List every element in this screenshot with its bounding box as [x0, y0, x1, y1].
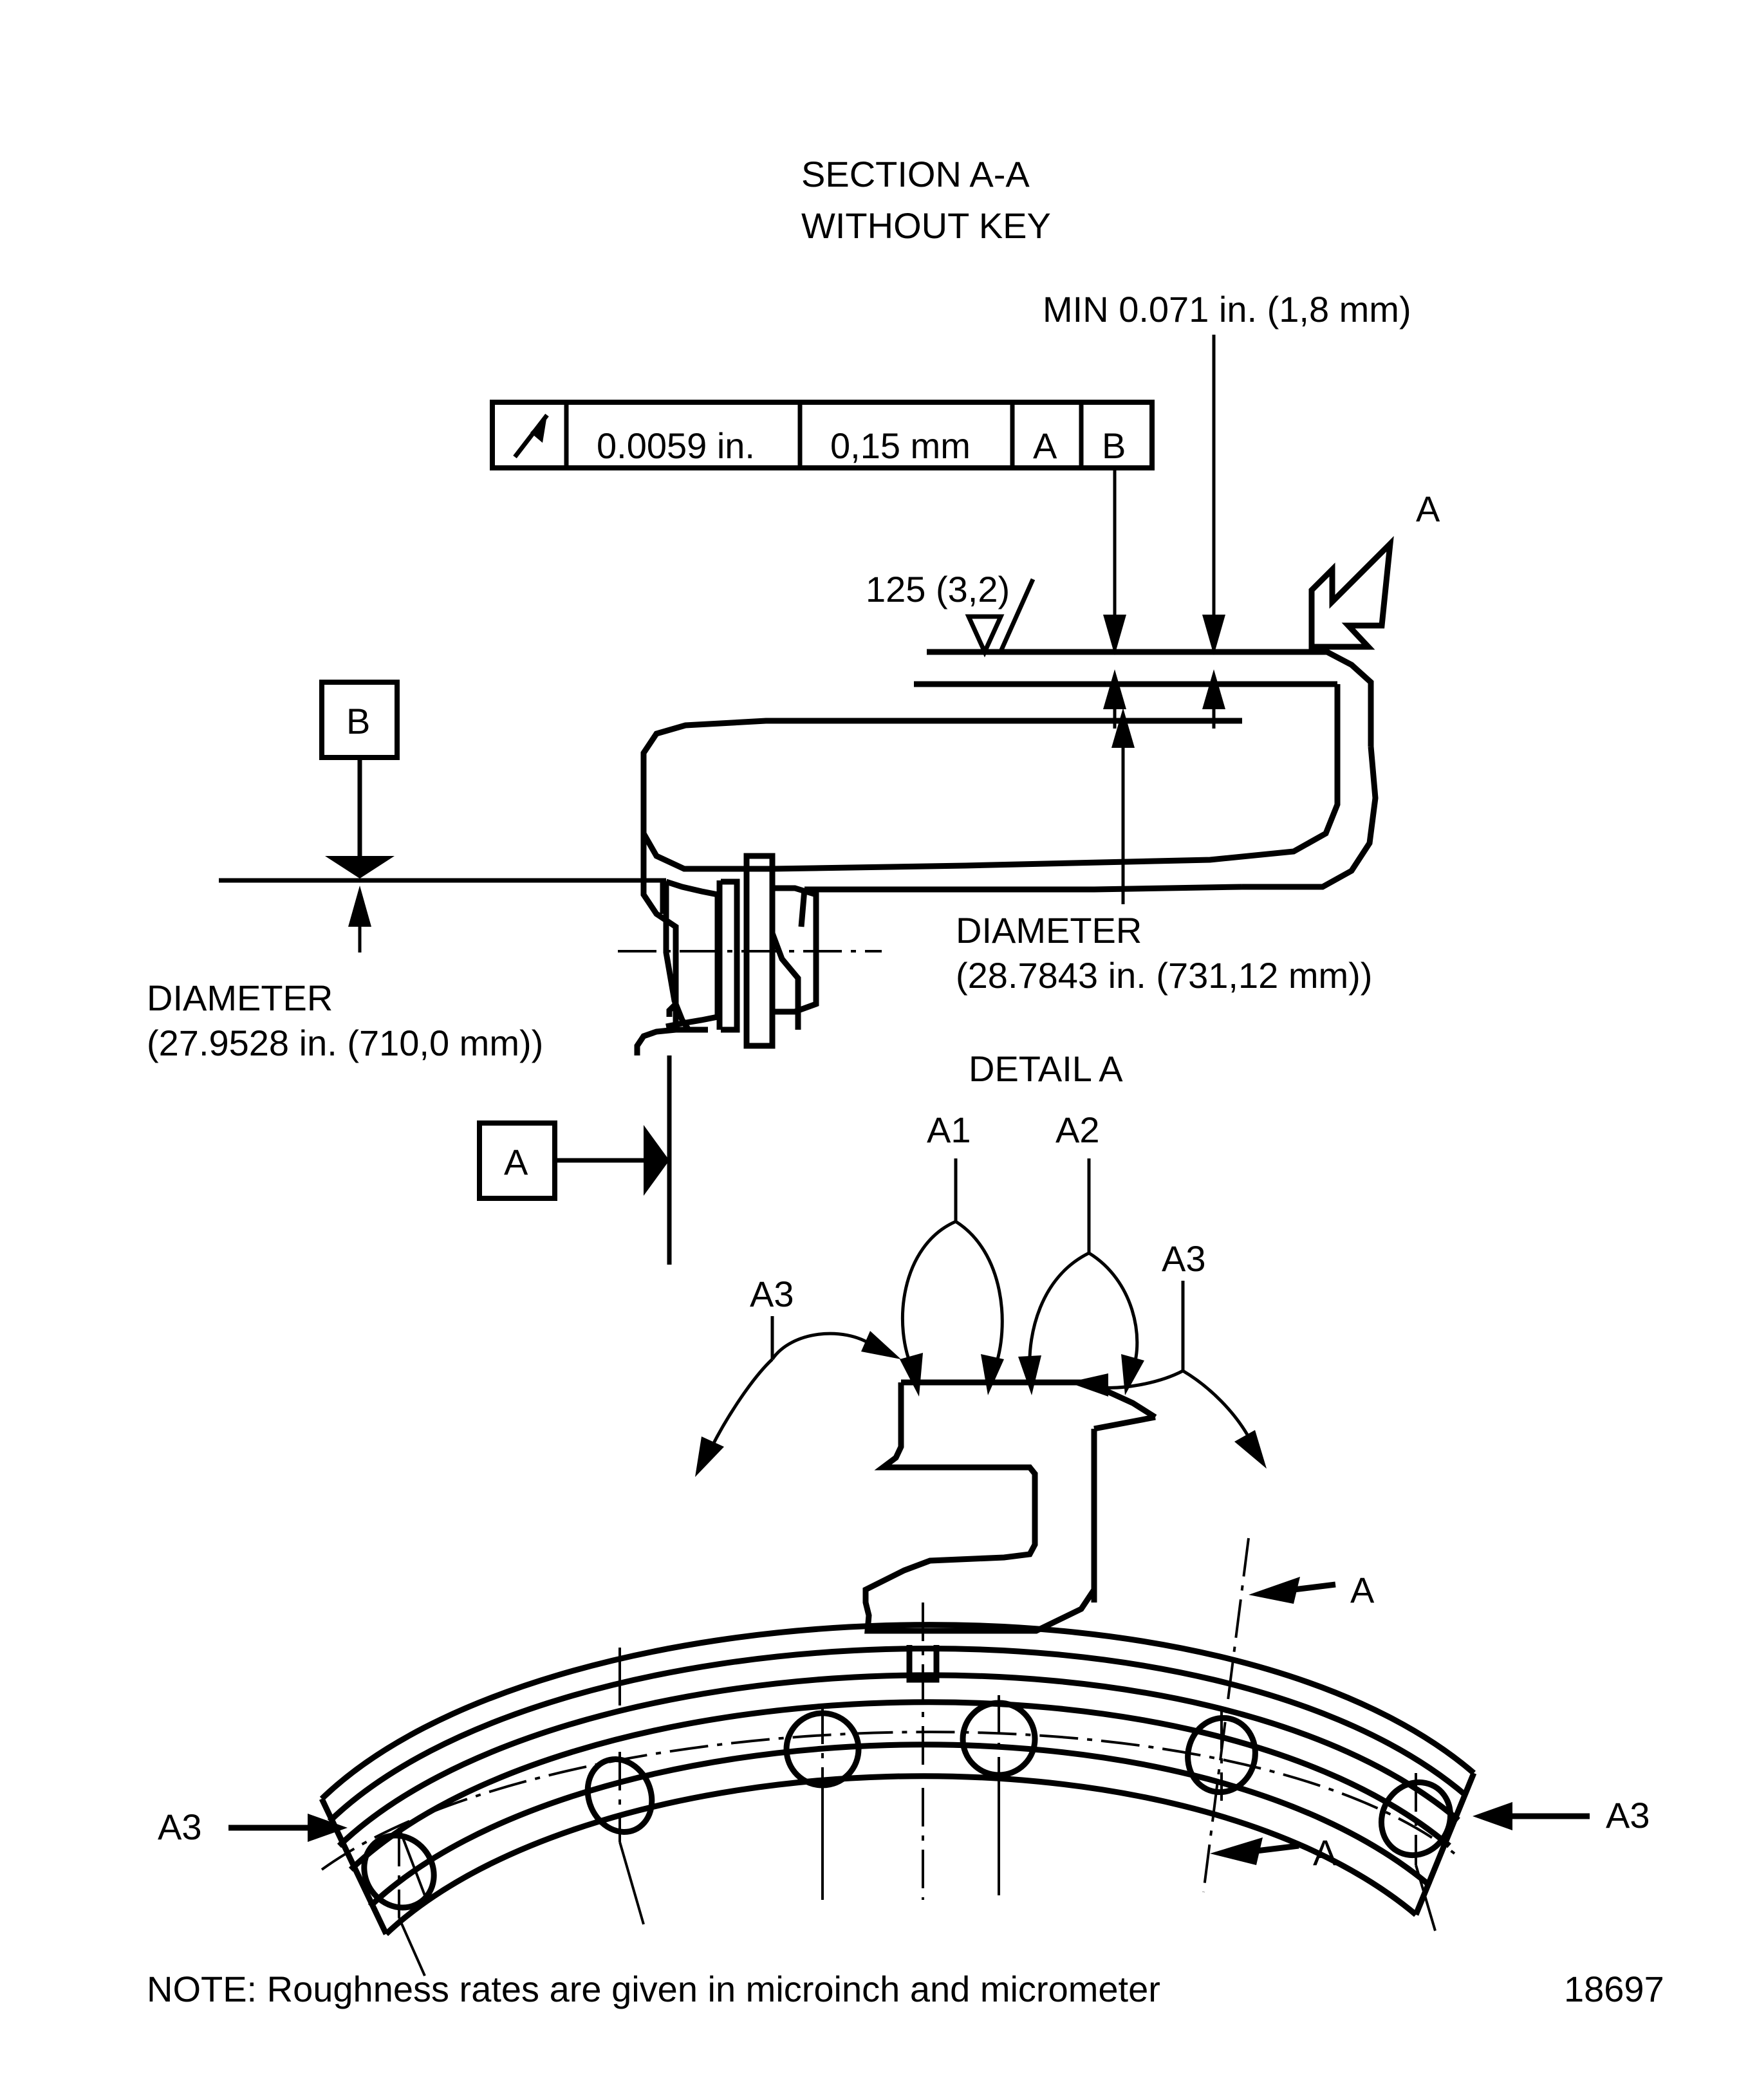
inner-diameter-line2: (28.7843 in. (731,12 mm))	[956, 955, 1372, 996]
fcf-cell-0: 0.0059 in.	[597, 425, 755, 466]
surface-finish-value: 125 (3,2)	[866, 569, 1010, 609]
section-title-line1: SECTION A-A	[801, 154, 1030, 194]
section-view-arrow-icon	[1308, 535, 1394, 650]
datum-a-feature: A	[477, 1055, 672, 1265]
callout-a3-right-leader	[1068, 1281, 1267, 1469]
surface-finish-icon	[965, 578, 1036, 658]
fcf-leader	[1103, 468, 1126, 655]
callout-a3-left-leader	[695, 1316, 901, 1477]
fcf-cell-3: B	[1102, 425, 1126, 466]
callout-a3-right-arc: A3	[1473, 1795, 1650, 1835]
callout-a3-right-detail-label: A3	[1162, 1238, 1206, 1279]
datum-b-label: B	[346, 701, 370, 741]
min-thickness-leader	[1202, 335, 1225, 655]
outer-diameter-dimension: DIAMETER (27.9528 in. (710,0 mm))	[147, 978, 543, 1063]
feature-control-frame: 0.0059 in. 0,15 mm A B	[490, 400, 1155, 470]
callout-a2-leader	[1018, 1158, 1144, 1395]
section-title-line2: WITHOUT KEY	[801, 205, 1051, 246]
section-mark-upper-label: A	[1350, 1570, 1375, 1610]
inner-diameter-dimension: DIAMETER (28.7843 in. (731,12 mm))	[956, 708, 1372, 996]
callout-a2-label: A2	[1055, 1110, 1100, 1150]
datum-a-label: A	[504, 1142, 528, 1182]
callout-a3-left-arc: A3	[158, 1807, 348, 1847]
callout-a3-left-arc-label: A3	[158, 1807, 202, 1847]
detail-title: DETAIL A	[969, 1048, 1123, 1089]
section-profile-outline	[634, 649, 1379, 1055]
total-runout-icon	[513, 413, 549, 459]
section-arrow-label: A	[1416, 488, 1440, 529]
fcf-cell-2: A	[1033, 425, 1057, 466]
section-mark-lower-label: A	[1313, 1832, 1337, 1873]
bottom-note: NOTE: Roughness rates are given in micro…	[147, 1969, 1160, 2009]
callout-a1-label: A1	[927, 1110, 971, 1150]
detail-a-profile	[862, 1379, 1157, 1634]
hub-boss-profile	[618, 853, 882, 1049]
drawing-number: 18697	[1564, 1969, 1664, 2009]
callout-a3-right-arc-label: A3	[1606, 1795, 1650, 1835]
datum-b-feature: B	[219, 680, 666, 952]
fcf-cell-1: 0,15 mm	[830, 425, 971, 466]
callout-a1-leader	[900, 1158, 1004, 1397]
arc-plan-view	[319, 1603, 1477, 1976]
outer-diameter-line1: DIAMETER	[147, 978, 333, 1018]
section-line-a-a: A A	[1202, 1538, 1375, 1893]
callout-a3-left-detail-label: A3	[750, 1274, 794, 1314]
outer-diameter-line2: (27.9528 in. (710,0 mm))	[147, 1023, 543, 1063]
min-thickness-callout: MIN 0.071 in. (1,8 mm)	[1043, 289, 1411, 330]
inner-diameter-line1: DIAMETER	[956, 910, 1142, 951]
